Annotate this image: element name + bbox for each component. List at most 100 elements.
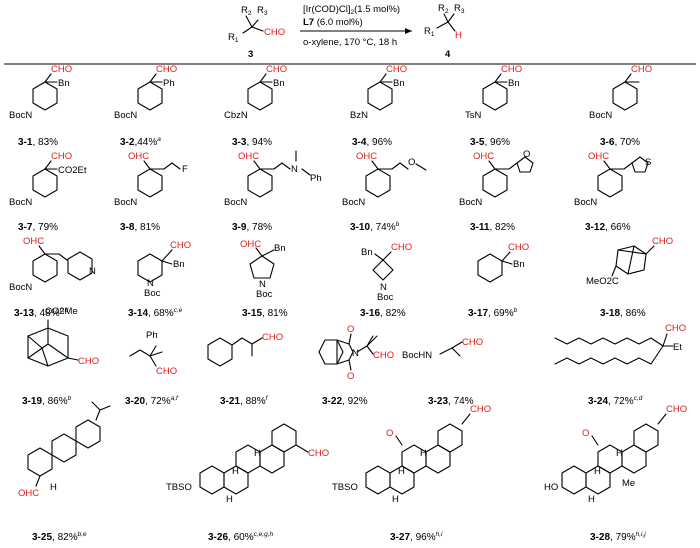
bond	[271, 423, 297, 453]
bond	[356, 345, 368, 353]
bond	[611, 265, 617, 277]
bond	[318, 339, 344, 365]
bond	[609, 162, 633, 170]
reaction-scheme: R2 R3 R1 CHO 3 [Ir(COD)Cl]2(1.5 mol%) L7…	[228, 3, 465, 60]
bond	[95, 409, 101, 421]
structure-3-26: CHO TBSO H H H	[166, 423, 329, 505]
structure-3-21: CHO	[207, 332, 283, 367]
bond	[612, 81, 638, 111]
atom-label: TBSO	[166, 482, 192, 493]
atom-label: H	[50, 482, 57, 493]
caption-3-7: 3-7, 79%	[18, 222, 58, 233]
svg-text:[Ir(COD)Cl]2(1.5 mol%): [Ir(COD)Cl]2(1.5 mol%)	[303, 4, 400, 16]
atom-label: OHC	[356, 151, 377, 162]
atom-label: CHO	[51, 64, 72, 75]
bond	[32, 168, 58, 198]
bond	[27, 335, 49, 367]
bond	[44, 73, 52, 83]
atom-label: BocN	[9, 197, 32, 208]
atom-label: BocN	[589, 110, 612, 121]
atom-label: H	[420, 448, 427, 459]
caption-3-25: 3-25, 82%b,e	[32, 531, 87, 543]
svg-text:R2: R2	[241, 5, 252, 17]
start-label: 3	[248, 49, 253, 60]
bond	[32, 253, 58, 283]
atom-label: N	[259, 279, 266, 290]
caption-3-12: 3-12, 66%	[585, 222, 631, 233]
atom-label: CO2Et	[58, 165, 87, 176]
atom-label: CHO	[666, 404, 687, 415]
bond	[247, 168, 273, 198]
atom-label: CHO	[262, 332, 283, 343]
bond	[395, 435, 403, 446]
bond	[259, 162, 291, 170]
bond	[501, 260, 513, 265]
svg-text:L7 (6.0 mol%): L7 (6.0 mol%)	[303, 17, 363, 28]
ligand: L7	[303, 17, 314, 28]
caption-3-22: 3-22, 92%	[322, 396, 368, 407]
caption-3-1: 3-1, 83%	[18, 137, 58, 148]
caption-3-2: 3-2,44%a	[120, 136, 161, 148]
atom-label: Boc	[144, 288, 161, 299]
atom-label: BocN	[224, 197, 247, 208]
structure-3-3: CHO Bn CbzN	[224, 64, 287, 121]
atom-label: CHO	[51, 151, 72, 162]
bond	[372, 259, 394, 281]
bond	[348, 359, 352, 371]
bond	[301, 168, 311, 176]
atom-label: BocN	[574, 197, 597, 208]
atom-label: N	[380, 282, 387, 293]
bond	[348, 333, 352, 345]
structure-3-20: Ph CHO	[129, 330, 177, 377]
structure-3-10: OHC O BocN	[342, 151, 427, 208]
caption-3-17: 3-17, 69%b	[468, 307, 518, 319]
bond	[47, 343, 69, 359]
svg-text:R1: R1	[424, 26, 435, 38]
caption-3-28: 3-28, 79%h,i,j	[590, 531, 646, 543]
sm-cho: CHO	[264, 27, 285, 38]
atom-label: Ph	[146, 330, 158, 341]
atom-label: HO	[544, 482, 558, 493]
atom-label: Bn	[274, 243, 286, 254]
atom-label: Bn	[393, 78, 405, 89]
structure-3-15: OHC Bn N Boc	[240, 239, 286, 300]
bond	[657, 413, 667, 425]
atom-label: CbzN	[224, 110, 248, 121]
atom-label: OHC	[588, 151, 609, 162]
product: R2 R3 R1 H 4	[424, 3, 465, 60]
atom-label: CHO	[308, 448, 329, 459]
bond	[149, 73, 157, 83]
ligand-loading: (6.0 mol%)	[317, 17, 363, 28]
bond	[259, 73, 267, 83]
atom-label: OHC	[473, 151, 494, 162]
caption-3-24: 3-24, 72%c,d	[588, 395, 643, 407]
structure-3-19: CO2Me CHO	[27, 306, 99, 367]
bond	[631, 156, 649, 173]
atom-label: Bn	[173, 259, 185, 270]
bond	[99, 405, 111, 411]
bond	[451, 347, 461, 357]
structure-3-11: OHC O BocN	[459, 149, 534, 208]
caption-3-5: 3-5, 96%	[470, 137, 510, 148]
atom-label: OHC	[240, 239, 261, 250]
r1-label: R	[228, 32, 235, 43]
catalyst-loading: (1.5 mol%)	[354, 4, 400, 15]
atom-label: CHO	[156, 366, 177, 377]
svg-text:R1: R1	[228, 32, 239, 44]
atom-label: Ph	[163, 78, 175, 89]
bond	[199, 465, 225, 495]
caption-3-23: 3-23, 74%	[428, 396, 474, 407]
bond	[382, 251, 392, 261]
bond	[633, 423, 659, 453]
bond	[32, 81, 58, 111]
caption-3-3: 3-3, 94%	[232, 137, 272, 148]
atom-label: CHO	[652, 236, 673, 247]
caption-3-4: 3-4, 96%	[352, 137, 392, 148]
svg-text:R3: R3	[454, 3, 465, 15]
caption-3-9: 3-9, 78%	[232, 222, 272, 233]
bond	[371, 160, 379, 170]
structure-3-28: O CHO HO Me H H H	[544, 404, 687, 505]
bond	[621, 444, 647, 474]
bond	[627, 245, 635, 275]
r1-sub: 1	[235, 37, 239, 44]
